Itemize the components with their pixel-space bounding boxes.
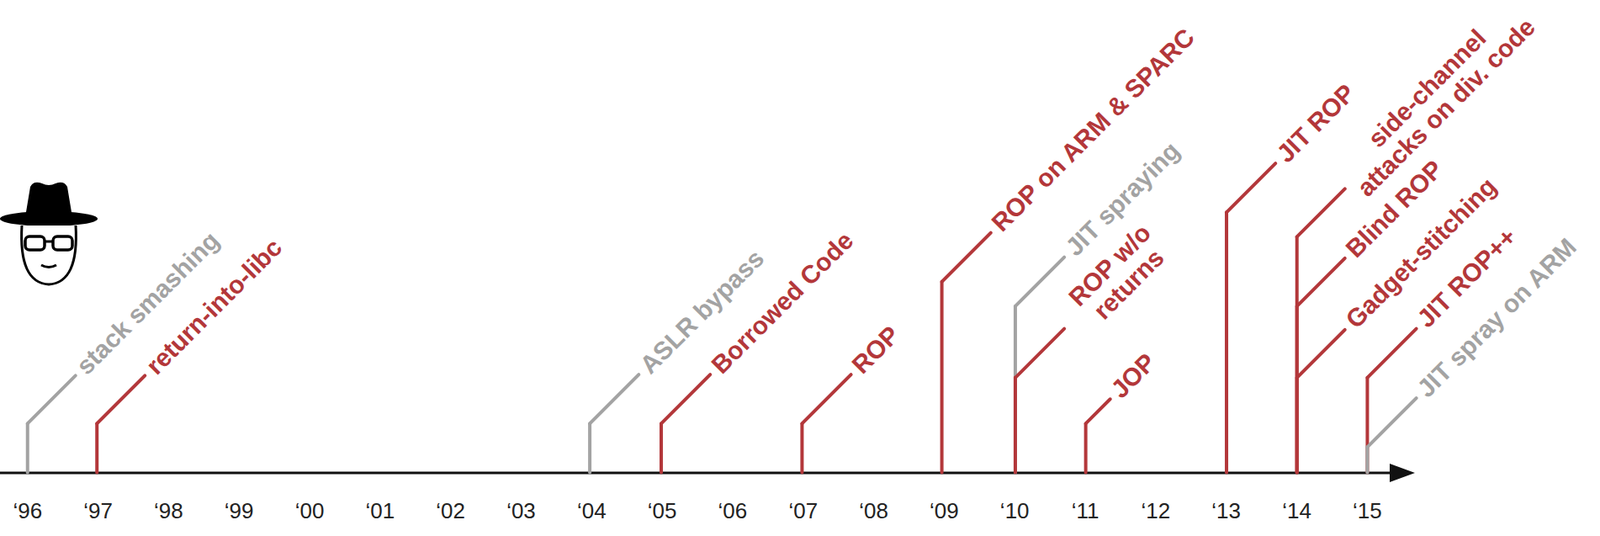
leader-line	[1295, 306, 1299, 473]
glasses-left	[25, 236, 45, 250]
year-label: ‘08	[858, 498, 889, 525]
year-label: ‘02	[435, 498, 466, 525]
year-label: ‘97	[83, 498, 113, 525]
leader-line	[588, 423, 592, 472]
year-label: ‘01	[365, 498, 395, 525]
leader-line	[661, 374, 710, 424]
leader-line	[26, 423, 30, 472]
year-label: ‘10	[1000, 498, 1030, 525]
glasses-bridge	[44, 240, 53, 244]
leader-line	[800, 423, 804, 472]
leader-line	[1365, 377, 1369, 473]
year-label: ‘99	[224, 498, 255, 525]
leader-line	[1295, 377, 1299, 473]
leader-line	[1366, 328, 1416, 378]
leader-line	[96, 375, 145, 424]
leader-line	[1015, 328, 1065, 378]
leader-line	[940, 281, 944, 473]
axis-line	[0, 471, 1397, 475]
leader-line	[1365, 446, 1369, 472]
face-outline	[21, 225, 77, 285]
year-label: ‘98	[153, 498, 184, 525]
leader-line	[1013, 377, 1018, 473]
year-label: ‘14	[1282, 498, 1312, 525]
event-label: JOP	[1106, 348, 1161, 403]
year-label: ‘03	[506, 498, 536, 525]
mouth	[41, 264, 57, 268]
leader-line	[589, 374, 639, 424]
year-label: ‘04	[577, 498, 607, 525]
year-label: ‘12	[1141, 498, 1171, 525]
leader-line	[1015, 257, 1065, 307]
year-label: ‘00	[295, 498, 325, 525]
leader-line	[1295, 236, 1299, 472]
event-label: JIT ROP	[1271, 79, 1360, 168]
leader-line	[95, 423, 99, 472]
leader-line	[1297, 329, 1346, 378]
leader-line	[1226, 163, 1276, 212]
year-label: ‘11	[1071, 498, 1100, 525]
leader-line	[1084, 423, 1088, 472]
year-label: ‘96	[12, 498, 43, 525]
year-label: ‘15	[1352, 498, 1383, 525]
leader-line	[1366, 397, 1416, 447]
leader-line	[1297, 188, 1346, 237]
axis-arrowhead	[1389, 463, 1415, 483]
leader-line	[1086, 398, 1111, 424]
leader-line	[659, 423, 663, 472]
event-label: ROP on ARM & SPARC	[986, 23, 1200, 237]
event-label: ROP	[847, 320, 905, 378]
leader-line	[1013, 306, 1018, 473]
hat-brim	[0, 211, 98, 227]
leader-line	[1297, 258, 1346, 307]
year-label: ‘06	[718, 498, 748, 525]
year-label: ‘07	[788, 498, 818, 525]
leader-line	[801, 374, 851, 424]
event-label: ROP w/o returns	[1050, 206, 1187, 342]
leader-line	[942, 233, 991, 282]
event-label: ASLR bypass	[635, 244, 769, 379]
year-label: ‘09	[929, 498, 959, 525]
leader-line	[27, 375, 76, 424]
glasses-right	[52, 236, 73, 250]
year-label: ‘13	[1211, 498, 1241, 525]
leader-line	[1224, 211, 1229, 472]
year-label: ‘05	[647, 498, 678, 525]
